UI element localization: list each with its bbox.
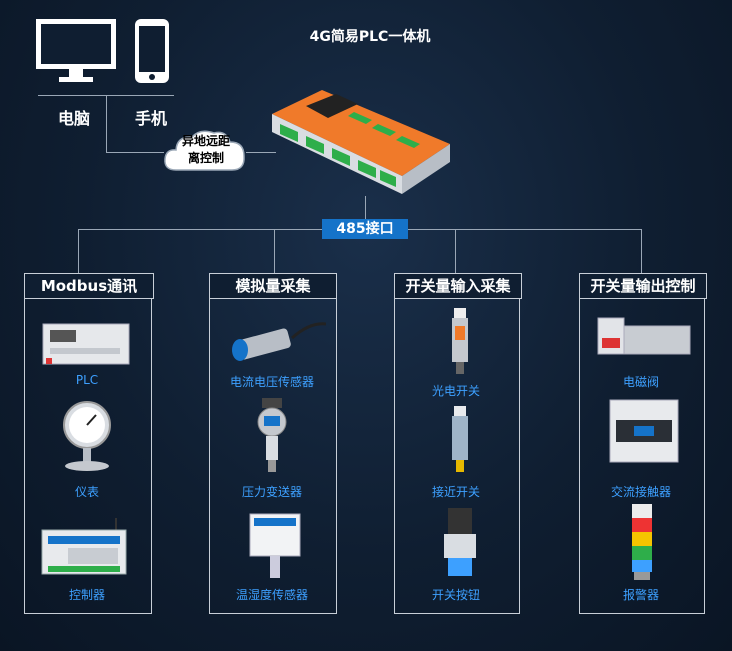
page-title: 4G简易PLC一体机 — [309, 29, 431, 45]
item-label: 温湿度传感器 — [235, 588, 308, 602]
item-label: 电流电压传感器 — [229, 375, 314, 389]
item-label: 交流接触器 — [610, 485, 671, 499]
panel-modbus — [24, 298, 152, 614]
panel-title-digital-output: 开关量输出控制 — [579, 273, 707, 299]
controller-icon — [41, 518, 127, 575]
alarm-tower-light-icon — [632, 504, 652, 580]
computer-label: 电脑 — [58, 109, 91, 128]
panel-title-analog: 模拟量采集 — [209, 273, 337, 299]
item-label: 开关按钮 — [431, 588, 480, 602]
item-label: 光电开关 — [431, 384, 480, 398]
item-label: PLC — [75, 373, 99, 387]
interface-label: 485接口 — [322, 219, 408, 239]
cloud-label: 异地远距 离控制 — [181, 134, 230, 165]
current-voltage-sensor-icon — [232, 322, 326, 361]
proximity-switch-icon — [452, 406, 468, 472]
panel-title-digital-input: 开关量输入采集 — [394, 273, 522, 299]
cloud-to-plc-line — [246, 152, 276, 153]
item-label: 控制器 — [68, 588, 105, 602]
push-button-switch-icon — [444, 508, 476, 576]
bus-drop-1 — [78, 229, 79, 273]
phone-label: 手机 — [135, 109, 168, 128]
panel-digital-input — [394, 298, 520, 614]
bus-drop-4 — [641, 229, 642, 273]
pressure-transmitter-icon — [257, 398, 287, 472]
gauge-icon — [63, 401, 111, 471]
item-label: 接近开关 — [431, 485, 480, 499]
cloud-icon — [164, 130, 245, 171]
item-label: 仪表 — [74, 485, 99, 499]
device-to-cloud-line — [106, 152, 164, 153]
item-label: 报警器 — [622, 588, 659, 602]
ac-contactor-icon — [609, 399, 679, 463]
plc-to-interface-line — [365, 196, 366, 220]
item-label: 压力变送器 — [241, 485, 302, 499]
plc-device-image — [272, 90, 450, 194]
panel-digital-output — [579, 298, 705, 614]
temperature-humidity-sensor-icon — [249, 513, 301, 578]
device-connector — [106, 95, 107, 152]
item-label: 电磁阀 — [622, 375, 659, 389]
solenoid-valve-icon — [597, 317, 691, 355]
bus-drop-2 — [274, 229, 275, 273]
panel-analog — [209, 298, 337, 614]
bus-drop-3 — [455, 229, 456, 273]
photoelectric-switch-icon — [452, 308, 468, 374]
plc-module-icon — [42, 323, 130, 365]
phone-icon — [135, 19, 169, 83]
panel-title-modbus: Modbus通讯 — [24, 273, 154, 299]
computer-icon — [36, 19, 116, 82]
